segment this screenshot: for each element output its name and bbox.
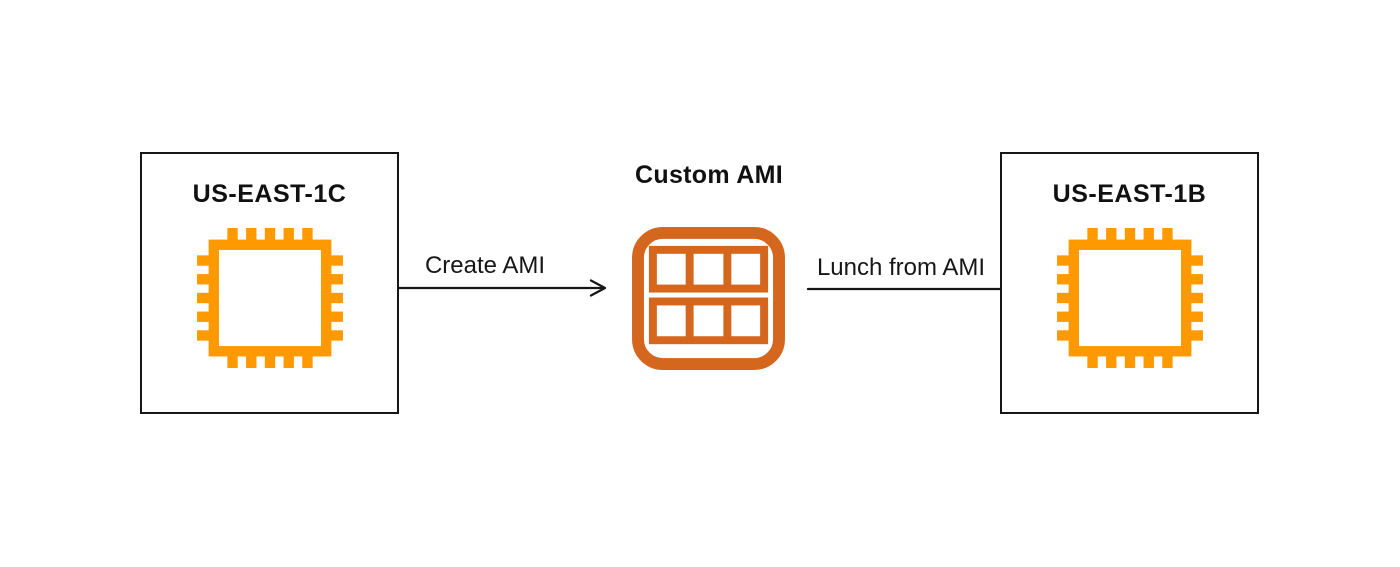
create-ami-arrow [363, 279, 607, 297]
az-title-us-east-1b: US-EAST-1B [1052, 180, 1207, 208]
ec2-instance-icon [1056, 228, 1203, 368]
ec2-instance-icon [196, 228, 343, 368]
az-box-us-east-1c: US-EAST-1C [140, 152, 399, 414]
custom-ami-title: Custom AMI [635, 161, 783, 189]
az-title-us-east-1c: US-EAST-1C [192, 180, 347, 208]
az-box-us-east-1b: US-EAST-1B [1000, 152, 1259, 414]
create-ami-arrow-label: Create AMI [424, 252, 546, 279]
launch-from-ami-arrow-label: Lunch from AMI [816, 254, 986, 281]
ami-icon [632, 227, 785, 370]
